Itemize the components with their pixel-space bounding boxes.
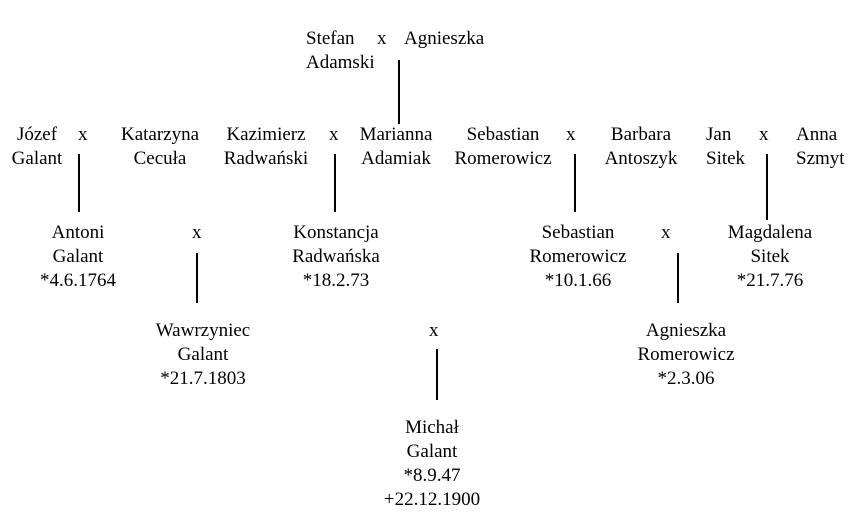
last-name: Szmyt — [796, 148, 845, 169]
marriage-x: x — [192, 222, 202, 243]
birth-date: *8.9.47 — [403, 465, 461, 486]
person-michal-galant: Michał Galant *8.9.47 +22.12.1900 — [384, 416, 480, 512]
birth-date: *21.7.1803 — [160, 368, 246, 389]
birth-date: *10.1.66 — [544, 270, 612, 291]
person-barbara-antoszyk: Barbara Antoszyk — [605, 123, 678, 171]
descent-line — [436, 349, 438, 400]
birth-date: *2.3.06 — [657, 368, 715, 389]
descent-line — [334, 154, 336, 212]
person-wawrzyniec-galant: Wawrzyniec Galant *21.7.1803 — [156, 319, 250, 391]
first-name: Katarzyna — [120, 124, 200, 145]
person-jan-sitek: Jan Sitek — [706, 123, 745, 171]
last-name: Romerowicz — [454, 148, 552, 169]
person-agnieszka: Agnieszka — [404, 27, 484, 51]
first-name: Michał — [405, 417, 459, 438]
last-name: Adamiak — [361, 148, 431, 169]
person-agnieszka-romerowicz: Agnieszka Romerowicz *2.3.06 — [637, 319, 734, 391]
last-name: Sitek — [750, 246, 790, 267]
descent-line — [398, 60, 400, 124]
marriage-x: x — [329, 124, 339, 145]
last-name: Romerowicz — [529, 246, 627, 267]
person-jozef-galant: Józef Galant — [12, 123, 63, 171]
last-name: Adamski — [306, 52, 375, 73]
person-katarzyna-cecula: Katarzyna Cecuła — [121, 123, 199, 171]
person-marianna-adamiak: Marianna Adamiak — [360, 123, 433, 171]
person-kazimierz-radwanski: Kazimierz Radwański — [224, 123, 308, 171]
marriage-x: x — [566, 124, 576, 145]
person-konstancja-radwanska: Konstancja Radwańska *18.2.73 — [292, 221, 380, 293]
first-name: Józef — [16, 124, 58, 145]
first-name: Sebastian — [466, 124, 540, 145]
marriage-x: x — [78, 124, 88, 145]
last-name: Cecuła — [133, 148, 187, 169]
first-name: Agnieszka — [404, 28, 485, 49]
birth-date: *18.2.73 — [302, 270, 370, 291]
death-date: +22.12.1900 — [383, 489, 481, 510]
last-name: Romerowicz — [637, 344, 735, 365]
person-antoni-galant: Antoni Galant *4.6.1764 — [40, 221, 116, 293]
birth-date: *4.6.1764 — [40, 270, 116, 291]
first-name: Antoni — [51, 222, 105, 243]
last-name: Galant — [11, 148, 63, 169]
marriage-x: x — [759, 124, 769, 145]
marriage-x: x — [661, 222, 671, 243]
last-name: Radwański — [223, 148, 309, 169]
first-name: Agnieszka — [645, 320, 727, 341]
first-name: Jan — [706, 124, 732, 145]
first-name: Barbara — [610, 124, 672, 145]
person-sebastian-romerowicz: Sebastian Romerowicz — [454, 123, 551, 171]
first-name: Stefan — [306, 28, 355, 49]
person-anna-szmyt: Anna Szmyt — [796, 123, 845, 171]
last-name: Radwańska — [292, 246, 380, 267]
person-magdalena-sitek: Magdalena Sitek *21.7.76 — [728, 221, 812, 293]
marriage-x: x — [377, 28, 387, 49]
last-name: Antoszyk — [604, 148, 678, 169]
first-name: Anna — [796, 124, 838, 145]
last-name: Sitek — [706, 148, 746, 169]
person-stefan-adamski: Stefan Adamski — [306, 27, 375, 75]
first-name: Wawrzyniec — [155, 320, 251, 341]
descent-line — [677, 253, 679, 303]
descent-line — [196, 253, 198, 303]
person-sebastian-romerowicz-jr: Sebastian Romerowicz *10.1.66 — [529, 221, 626, 293]
first-name: Konstancja — [293, 222, 379, 243]
descent-line — [766, 154, 768, 220]
first-name: Marianna — [359, 124, 433, 145]
last-name: Galant — [177, 344, 229, 365]
marriage-x: x — [429, 320, 439, 341]
first-name: Sebastian — [541, 222, 615, 243]
first-name: Magdalena — [727, 222, 813, 243]
first-name: Kazimierz — [226, 124, 306, 145]
birth-date: *21.7.76 — [736, 270, 804, 291]
last-name: Galant — [52, 246, 104, 267]
descent-line — [78, 154, 80, 212]
last-name: Galant — [406, 441, 458, 462]
descent-line — [574, 154, 576, 212]
